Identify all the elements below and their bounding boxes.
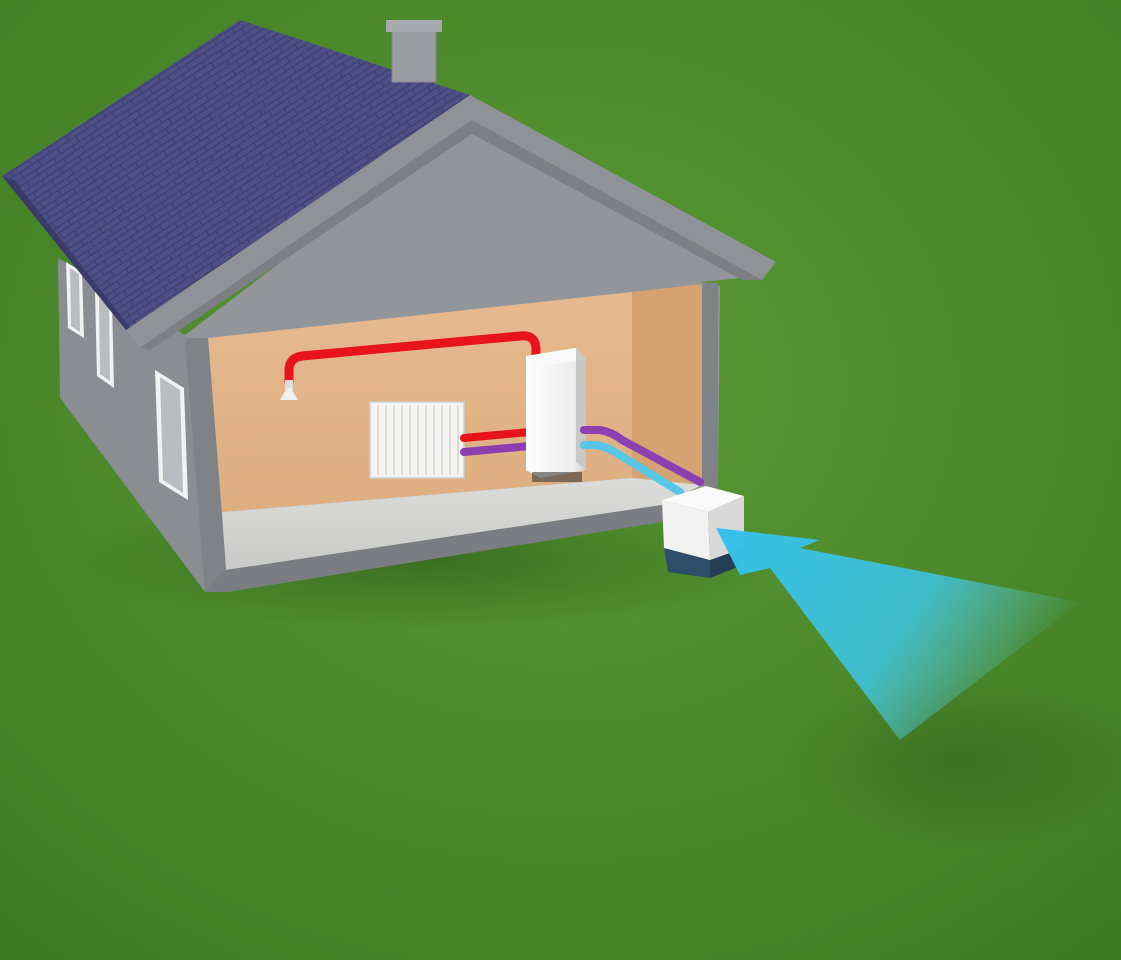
airflow-shadow [780,670,1121,850]
house-side-wall [58,258,205,592]
return-pipe-outdoor [580,426,704,486]
interior-side-wall [632,284,702,485]
airflow-arrow-icon [716,528,1080,740]
floor-edge [205,485,718,592]
heat-pump-outdoor-unit-icon [662,486,744,578]
hot-pipe-ceiling [284,331,541,387]
house-cutaway-icon [2,20,776,592]
return-pipe-radiator [460,442,534,456]
cold-pipe-outdoor [580,441,684,496]
ceiling-lamp-icon [280,380,298,400]
window [99,298,110,381]
heat-pump-indoor-unit-icon [526,348,586,482]
window [70,268,80,332]
window [160,377,183,493]
chimney-icon [386,20,442,83]
roof-eave [2,176,140,340]
hot-pipe-radiator [460,428,534,442]
wall-frame-left [185,338,226,592]
interior-floor [222,478,702,570]
wall-frame-right [702,282,718,487]
radiator-icon [369,401,465,479]
roof [2,20,470,330]
